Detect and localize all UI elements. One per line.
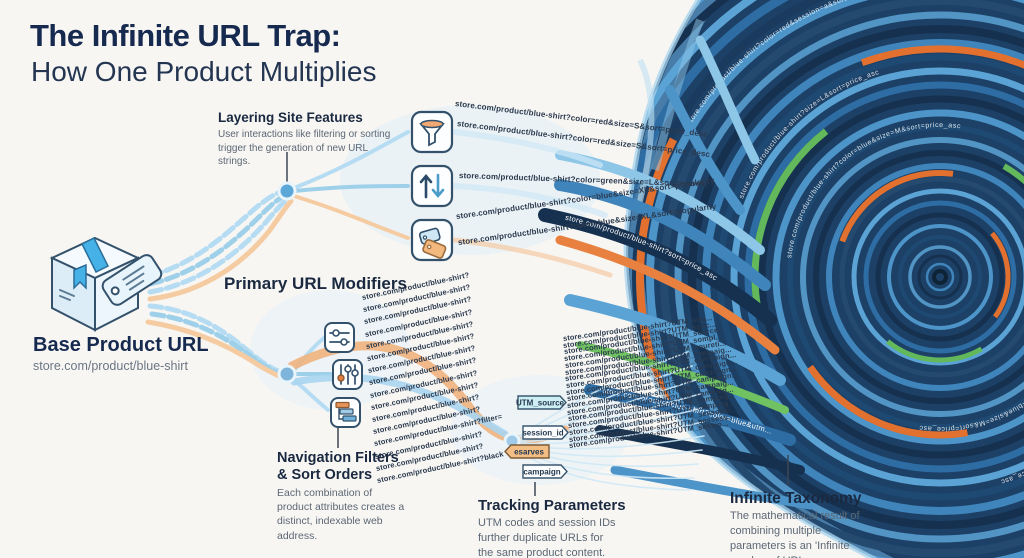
section-heading-tracking: Tracking Parameters: [478, 497, 626, 514]
base-product-heading: Base Product URL: [33, 334, 209, 356]
svg-text:campaign: campaign: [523, 468, 560, 477]
modifier-icons: [324, 322, 363, 428]
vortex-wisp: [635, 58, 655, 211]
tracking-tag-utm-source: UTM_source: [516, 395, 567, 410]
tracking-tag-campaign: campaign: [522, 464, 568, 479]
package-box-illustration: [49, 236, 163, 332]
box-tape-flap: [73, 263, 87, 290]
section-heading-navigation: Navigation Filters & Sort Orders: [277, 450, 399, 484]
branch-node-modifiers: [277, 364, 297, 384]
section-body-layering: User interactions like filtering or sort…: [218, 129, 391, 167]
navigation-heading-line2: & Sort Orders: [277, 467, 373, 484]
tracking-tag-esarves: esarves: [504, 444, 550, 459]
price-tags-icon: [410, 218, 454, 262]
svg-text:session_id: session_id: [522, 429, 563, 438]
sliders-horizontal-icon: [324, 322, 355, 353]
svg-text:UTM_source: UTM_source: [516, 399, 565, 408]
vortex-wisp: [651, 18, 704, 171]
section-body-tracking: UTM codes and session IDs further duplic…: [478, 517, 616, 558]
feature-icons: [410, 110, 454, 262]
section-body-navigation: Each combination of product attributes c…: [277, 487, 405, 542]
funnel-filter-icon: [410, 110, 454, 154]
sliders-vertical-icon: [332, 359, 363, 390]
navigation-heading-line1: Navigation Filters: [277, 450, 399, 466]
svg-text:esarves: esarves: [514, 448, 544, 457]
base-product-url: store.com/product/blue-shirt: [33, 359, 188, 373]
label-connector-lines: [286, 152, 789, 496]
section-heading-layering: Layering Site Features: [218, 110, 363, 125]
branch-node-features: [277, 181, 297, 201]
page-title-line1: The Infinite URL Trap:: [30, 18, 341, 53]
box-tape: [80, 236, 110, 274]
sitemap-windows-icon: [330, 397, 361, 428]
section-body-taxonomy: The mathematical result of combining mul…: [730, 510, 860, 558]
sort-arrows-icon: [410, 164, 454, 208]
price-tag-illustration: [101, 254, 163, 306]
tracking-tag-session-id: session_id: [522, 425, 569, 440]
section-heading-modifiers: Primary URL Modifiers: [224, 274, 407, 293]
page-title-line2: How One Product Multiplies: [31, 56, 377, 87]
section-heading-taxonomy: Infinite Taxonomy: [730, 490, 862, 507]
tracking-tag-chips: UTM_source session_id esarves campaign: [504, 395, 569, 479]
